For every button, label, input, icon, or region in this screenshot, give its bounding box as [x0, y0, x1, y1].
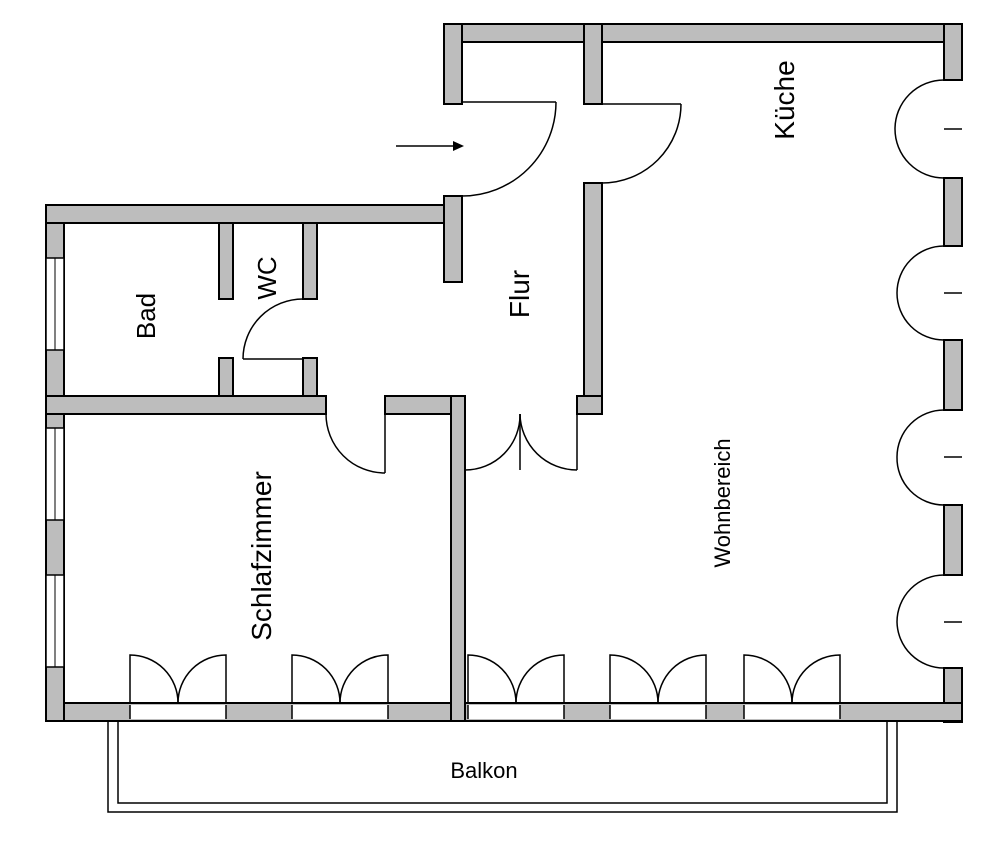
doors — [129, 79, 962, 704]
label-bad: Bad — [131, 293, 161, 339]
arrow-right-icon — [396, 141, 464, 151]
balcony — [107, 720, 898, 813]
label-wohnbereich: Wohnbereich — [710, 438, 735, 567]
label-balkon: Balkon — [450, 758, 517, 783]
label-flur: Flur — [504, 270, 535, 318]
label-kueche: Küche — [769, 60, 800, 139]
walls — [45, 23, 963, 723]
label-schlafzimmer: Schlafzimmer — [246, 471, 277, 641]
label-wc: WC — [252, 256, 282, 299]
windows-left — [45, 257, 65, 668]
door-openings — [129, 705, 841, 719]
